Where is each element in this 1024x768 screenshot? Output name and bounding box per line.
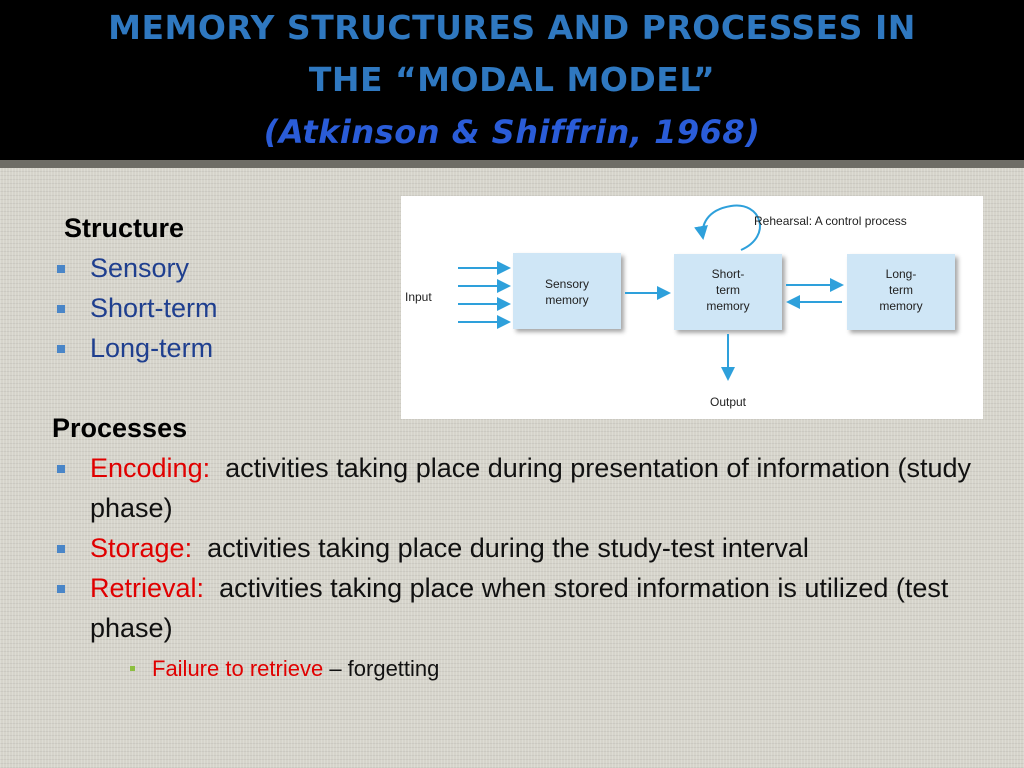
structure-heading: Structure bbox=[64, 213, 185, 243]
structure-item-short-term: Short-term bbox=[52, 288, 992, 328]
input-label: Input bbox=[405, 290, 432, 304]
retrieval-subitems: Failure to retrieve – forgetting bbox=[52, 648, 992, 690]
structure-item-long-term: Long-term bbox=[52, 328, 992, 368]
short-term-memory-box bbox=[674, 254, 782, 330]
processes-heading: Processes bbox=[52, 413, 188, 443]
rehearsal-label: Rehearsal: A control process bbox=[754, 214, 907, 228]
long-term-box-line-1: Long- bbox=[886, 267, 917, 281]
structure-item-sensory: Sensory bbox=[52, 248, 992, 288]
sensory-box-line-1: Sensory bbox=[545, 277, 589, 291]
slide-title: MEMORY STRUCTURES AND PROCESSES IN THE “… bbox=[0, 2, 1024, 158]
process-item-storage: Storage: activities taking place during … bbox=[52, 528, 992, 568]
output-label: Output bbox=[710, 395, 747, 409]
process-item-retrieval: Retrieval: activities taking place when … bbox=[52, 568, 992, 648]
process-term-encoding: Encoding: bbox=[90, 453, 211, 483]
short-term-box-line-2: term bbox=[716, 283, 740, 297]
structure-list: Sensory Short-term Long-term bbox=[52, 248, 992, 368]
sensory-box-line-2: memory bbox=[545, 293, 588, 307]
short-term-box-line-3: memory bbox=[706, 299, 749, 313]
rehearsal-loop-arrow bbox=[694, 204, 761, 251]
subitem-term: Failure to retrieve bbox=[152, 656, 324, 681]
process-desc-retrieval: activities taking place when stored info… bbox=[90, 573, 949, 643]
subitem-failure-to-retrieve: Failure to retrieve – forgetting bbox=[52, 648, 992, 690]
title-citation: (Atkinson & Shiffrin, 1968) bbox=[263, 113, 761, 151]
long-term-box-line-3: memory bbox=[879, 299, 922, 313]
process-term-storage: Storage: bbox=[90, 533, 193, 563]
slide-body: Structure Sensory Short-term Long-term P… bbox=[52, 208, 992, 690]
title-line-2: THE “MODAL MODEL” bbox=[308, 60, 716, 99]
diagram-svg: Sensory memory Short- term memory Long- … bbox=[405, 204, 955, 409]
title-line-1: MEMORY STRUCTURES AND PROCESSES IN bbox=[108, 8, 916, 47]
process-desc-storage: activities taking place during the study… bbox=[207, 533, 809, 563]
modal-model-diagram: Sensory memory Short- term memory Long- … bbox=[401, 196, 983, 419]
long-term-box-line-2: term bbox=[889, 283, 913, 297]
process-term-retrieval: Retrieval: bbox=[90, 573, 205, 603]
process-item-encoding: Encoding: activities taking place during… bbox=[52, 448, 992, 528]
subitem-desc: – forgetting bbox=[329, 656, 440, 681]
sensory-memory-box bbox=[513, 253, 621, 329]
process-desc-encoding: activities taking place during presentat… bbox=[90, 453, 972, 523]
short-term-box-line-1: Short- bbox=[712, 267, 745, 281]
long-term-memory-box bbox=[847, 254, 955, 330]
processes-list: Encoding: activities taking place during… bbox=[52, 448, 992, 648]
title-bar bbox=[0, 0, 1024, 160]
title-divider bbox=[0, 160, 1024, 168]
